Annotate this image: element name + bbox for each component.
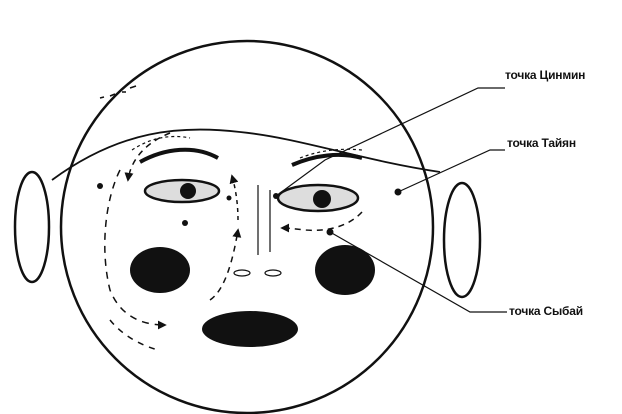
- head-outline: [61, 41, 433, 413]
- point-dot: [97, 183, 103, 189]
- label-qingming: точка Цинмин: [505, 68, 585, 82]
- label-taiyang: точка Тайян: [507, 136, 576, 150]
- label-sibai: точка Сыбай: [509, 304, 583, 318]
- point-dot: [182, 220, 188, 226]
- left-ear: [15, 172, 49, 282]
- point-dot: [227, 196, 232, 201]
- mouth: [202, 311, 298, 347]
- right-pupil: [313, 190, 331, 208]
- left-cheek: [130, 247, 190, 293]
- left-pupil: [180, 183, 196, 199]
- right-ear: [444, 183, 480, 297]
